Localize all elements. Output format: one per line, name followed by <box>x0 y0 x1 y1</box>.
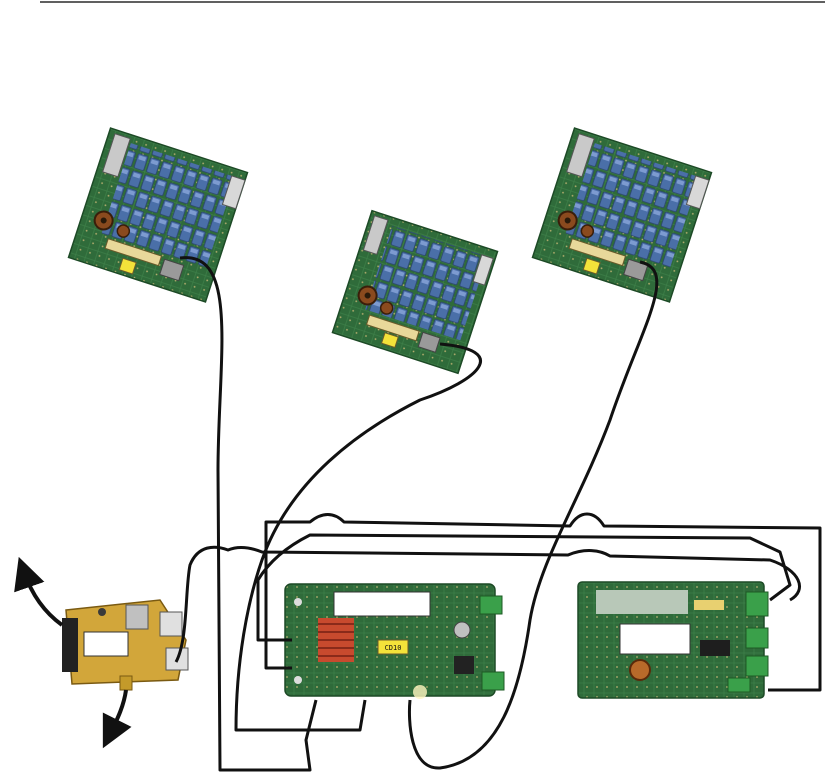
arrow-up-icon <box>24 572 62 625</box>
gateway-board <box>62 600 188 690</box>
chip-label: CD10 <box>385 644 402 652</box>
relay-board-right <box>533 128 712 302</box>
panel-board <box>578 582 768 698</box>
controller-board: CD10 <box>285 584 504 699</box>
relay-board-left <box>69 128 248 302</box>
arrow-down-icon <box>110 690 126 734</box>
relay-board-middle <box>332 211 497 374</box>
